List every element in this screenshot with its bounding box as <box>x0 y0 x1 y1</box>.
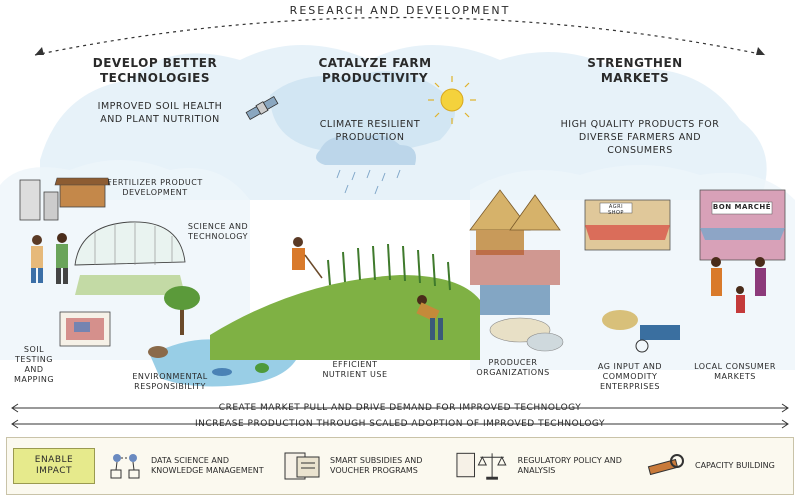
scales-icon <box>456 452 507 480</box>
pillar-subtitle-productivity: CLIMATE RESILIENT PRODUCTION <box>319 119 421 143</box>
impact-item-capacity: CAPACITY BUILDING <box>643 438 793 494</box>
soil-map <box>59 311 111 347</box>
arrow-lines <box>11 403 789 429</box>
rain-cloud <box>316 135 416 195</box>
impact-item-data-science: DATA SCIENCE AND KNOWLEDGE MANAGEMENT <box>107 438 277 494</box>
crop-rows <box>327 243 451 291</box>
arrow-text-market-pull: CREATE MARKET PULL AND DRIVE DEMAND FOR … <box>218 403 582 413</box>
scientist-figures <box>31 233 68 284</box>
label-local: LOCAL CONSUMER MARKETS <box>694 362 776 381</box>
impact-text-capacity: CAPACITY BUILDING <box>695 461 775 470</box>
wrench-icon <box>647 454 684 476</box>
agri-shop <box>584 199 680 353</box>
sign-agri-shop: AGRI SHOP <box>608 204 624 216</box>
producer-group <box>470 250 564 352</box>
river <box>150 339 300 387</box>
enable-impact-label: ENABLE IMPACT <box>13 448 95 484</box>
network-icon <box>110 454 140 479</box>
sky-background <box>40 45 767 200</box>
farmer-figures <box>292 237 443 340</box>
impact-text-subsidies: SMART SUBSIDIES AND VOUCHER PROGRAMS <box>330 456 423 475</box>
page-title: RESEARCH AND DEVELOPMENT <box>289 4 511 17</box>
consumer-figures <box>711 257 766 313</box>
enable-impact-bar: ENABLE IMPACT DATA SCIENCE AND KNOWLEDGE… <box>6 437 794 495</box>
huts <box>469 189 561 255</box>
pillar-title-markets: STRENGTHEN MARKETS <box>587 56 683 85</box>
tree <box>164 286 200 335</box>
label-environment: ENVIRONMENTAL RESPONSIBILITY <box>132 372 208 391</box>
label-aginput: AG INPUT AND COMMODITY ENTERPRISES <box>597 362 663 391</box>
label-soil: SOIL TESTING AND MAPPING <box>13 345 55 384</box>
impact-item-subsidies: SMART SUBSIDIES AND VOUCHER PROGRAMS <box>282 438 452 494</box>
satellite-icon <box>245 95 279 121</box>
pillar-subtitle-markets: HIGH QUALITY PRODUCTS FOR DIVERSE FARMER… <box>560 119 720 156</box>
sign-bon-marche: BON MARCHÉ <box>712 203 772 211</box>
pillar-title-productivity: CATALYZE FARM PRODUCTIVITY <box>318 56 432 85</box>
arrow-text-increase-production: INCREASE PRODUCTION THROUGH SCALED ADOPT… <box>195 419 605 429</box>
label-producer: PRODUCER ORGANIZATIONS <box>476 358 550 377</box>
enable-impact-text: ENABLE IMPACT <box>34 455 74 476</box>
fertilizer-plant <box>19 177 111 221</box>
greenhouse <box>74 221 186 295</box>
pillar-subtitle-technologies: IMPROVED SOIL HEALTH AND PLANT NUTRITION <box>97 101 223 125</box>
label-nutrient: EFFICIENT NUTRIENT USE <box>322 360 388 379</box>
impact-text-data-science: DATA SCIENCE AND KNOWLEDGE MANAGEMENT <box>151 456 264 475</box>
impact-text-regulatory: REGULATORY POLICY AND ANALYSIS <box>517 456 622 475</box>
hill <box>210 275 480 360</box>
pillar-title-technologies: DEVELOP BETTER TECHNOLOGIES <box>92 56 218 85</box>
label-fertilizer: FERTILIZER PRODUCT DEVELOPMENT <box>107 178 203 197</box>
voucher-icon <box>284 452 320 480</box>
sun-icon <box>428 76 476 124</box>
impact-item-regulatory: REGULATORY POLICY AND ANALYSIS <box>455 438 625 494</box>
research-arc <box>34 16 766 56</box>
bon-marche-building <box>699 189 786 261</box>
label-science: SCIENCE AND TECHNOLOGY <box>187 222 249 241</box>
